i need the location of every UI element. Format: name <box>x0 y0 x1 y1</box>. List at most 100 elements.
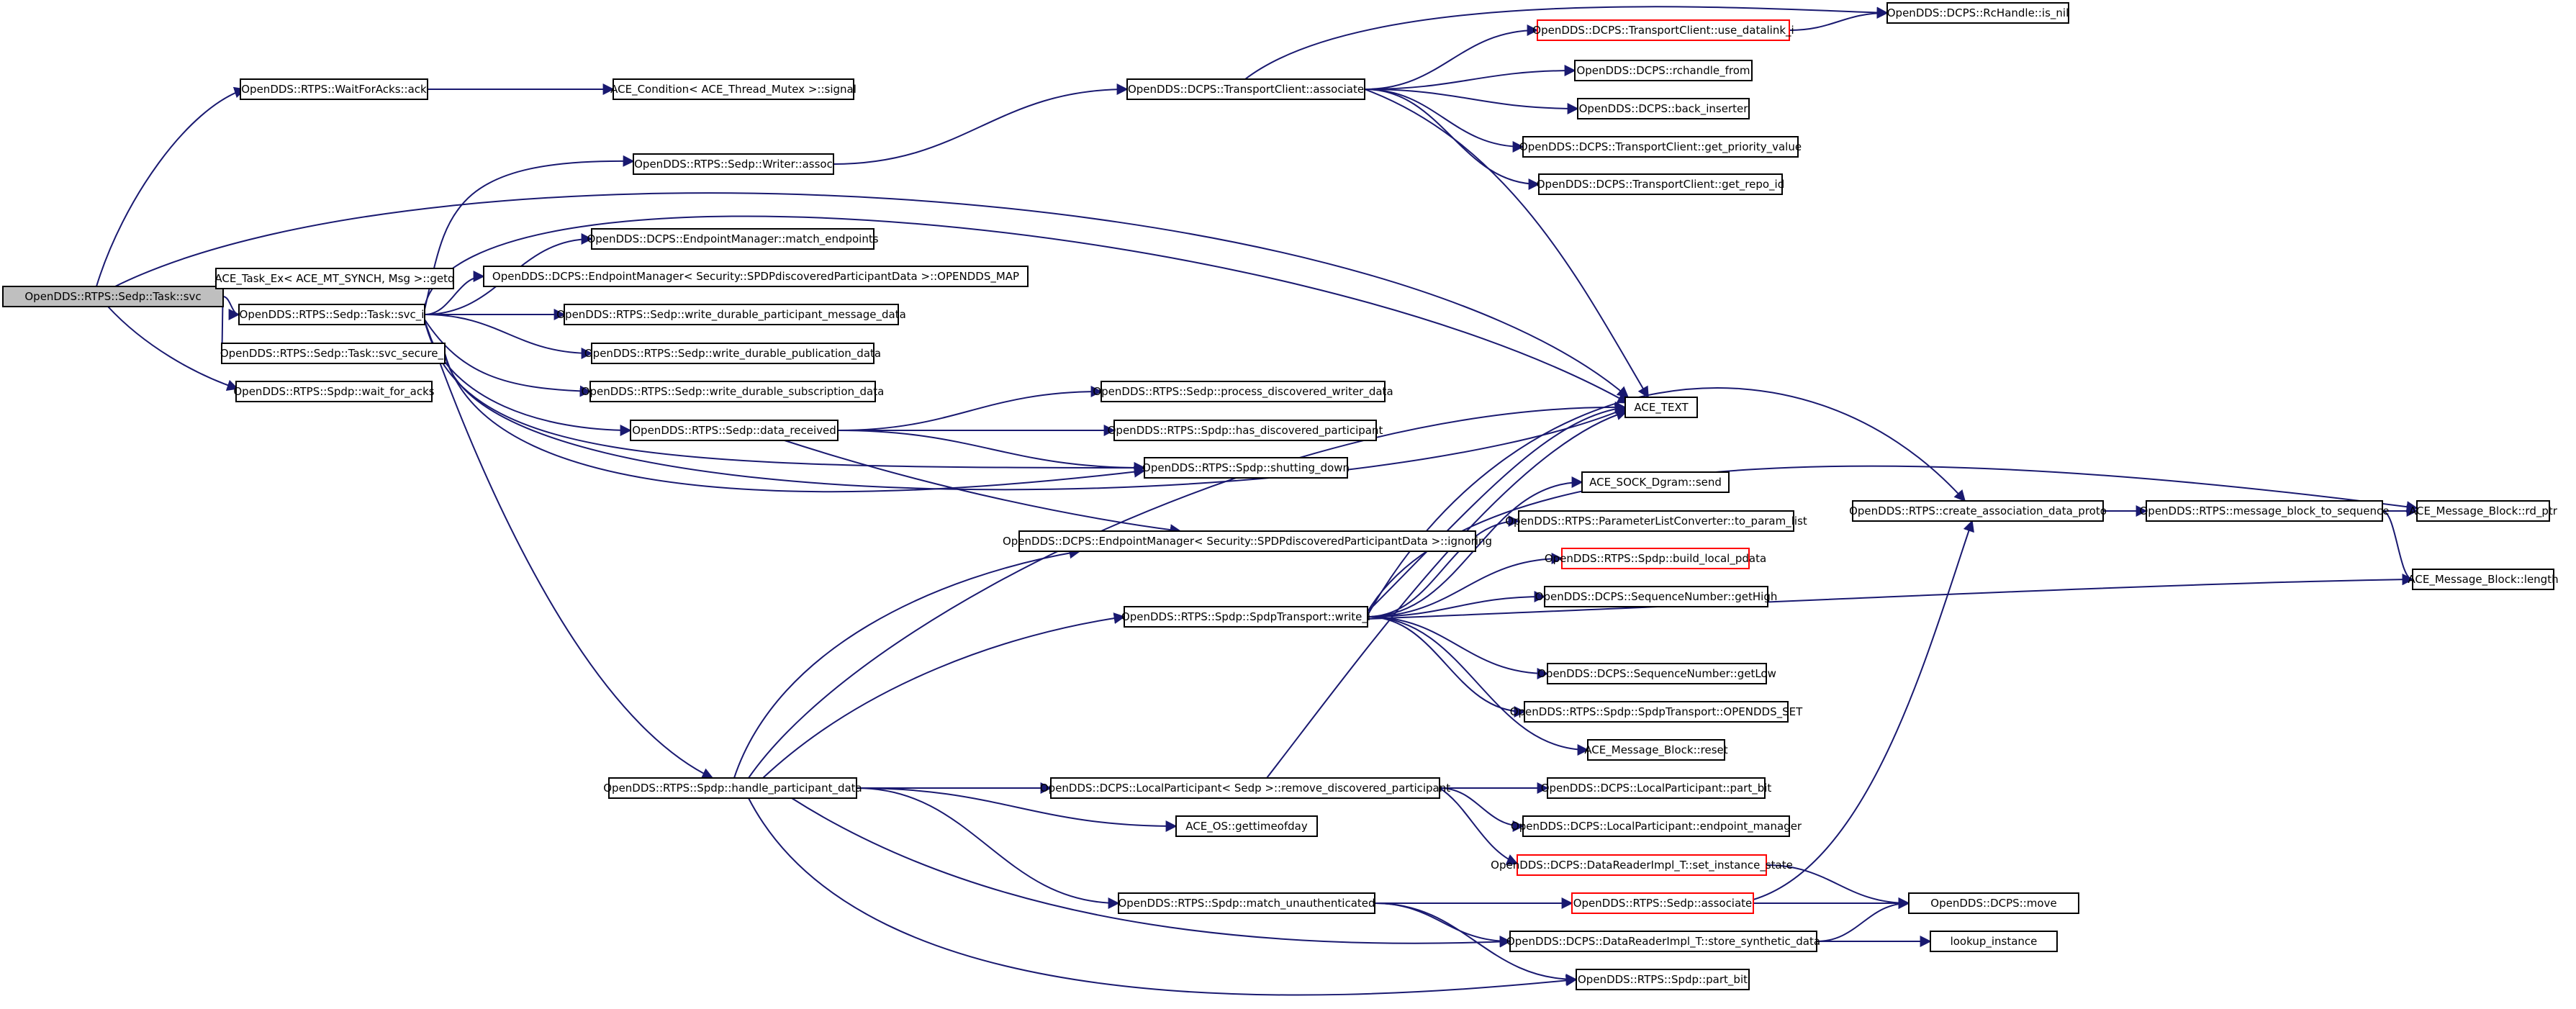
call-edge <box>1374 902 1578 985</box>
node-opendds-dcps-rchandle-is-nil[interactable]: OpenDDS::DCPS::RcHandle::is_nil <box>1886 2 2069 24</box>
node-opendds-dcps-transportclient-get-priority-value[interactable]: OpenDDS::DCPS::TransportClient::get_prio… <box>1519 136 1802 158</box>
node-opendds-dcps-sequencenumber-getlow[interactable]: OpenDDS::DCPS::SequenceNumber::getLow <box>1537 663 1776 684</box>
node-box <box>1587 739 1725 761</box>
node-label: OpenDDS::RTPS::Sedp::process_discovered_… <box>1093 385 1393 399</box>
node-label: OpenDDS::RTPS::Spdp::match_unauthenticat… <box>1118 897 1375 910</box>
node-box <box>1517 854 1767 876</box>
node-ace-sock-dgram-send[interactable]: ACE_SOCK_Dgram::send <box>1581 471 1730 493</box>
node-box <box>1544 586 1768 607</box>
node-opendds-rtps-spdp-shutting-down[interactable]: OpenDDS::RTPS::Spdp::shutting_down <box>1142 457 1350 479</box>
node-box <box>1124 606 1368 628</box>
node-opendds-dcps-transportclient-use-datalink-i[interactable]: OpenDDS::DCPS::TransportClient::use_data… <box>1532 19 1794 41</box>
call-edge <box>1367 616 1549 679</box>
node-opendds-dcps-move[interactable]: OpenDDS::DCPS::move <box>1908 892 2079 914</box>
node-label: OpenDDS::DCPS::SequenceNumber::getHigh <box>1535 590 1778 603</box>
node-label: OpenDDS::DCPS::LocalParticipant::endpoin… <box>1511 820 1802 833</box>
call-edge <box>444 353 1630 491</box>
call-edge <box>1367 616 1526 718</box>
node-opendds-rtps-spdp-spdptransport-opendds-set[interactable]: OpenDDS::RTPS::Spdp::SpdpTransport::OPEN… <box>1510 701 1803 723</box>
node-opendds-rtps-spdp-has-discovered-participant[interactable]: OpenDDS::RTPS::Spdp::has_discovered_part… <box>1108 420 1383 441</box>
call-edge <box>424 215 1630 404</box>
call-edge <box>1364 89 1649 399</box>
node-opendds-rtps-spdp-spdptransport-write-i[interactable]: OpenDDS::RTPS::Spdp::SpdpTransport::writ… <box>1121 606 1370 628</box>
node-opendds-rtps-sedp-write-durable-subscription-data[interactable]: OpenDDS::RTPS::Sedp::write_durable_subsc… <box>582 381 885 402</box>
node-opendds-rtps-spdp-handle-participant-data[interactable]: OpenDDS::RTPS::Spdp::handle_participant_… <box>603 777 862 799</box>
node-ace-text[interactable]: ACE_TEXT <box>1624 397 1698 418</box>
node-opendds-dcps-localparticipant-endpoint-manager[interactable]: OpenDDS::DCPS::LocalParticipant::endpoin… <box>1511 815 1802 837</box>
node-opendds-dcps-back-inserter[interactable]: OpenDDS::DCPS::back_inserter <box>1577 98 1750 119</box>
node-label: OpenDDS::RTPS::Spdp::SpdpTransport::writ… <box>1121 610 1370 624</box>
call-edge <box>1367 574 2414 620</box>
node-opendds-rtps-sedp-associate[interactable]: OpenDDS::RTPS::Sedp::associate <box>1571 892 1754 914</box>
node-opendds-dcps-transportclient-get-repo-id[interactable]: OpenDDS::DCPS::TransportClient::get_repo… <box>1537 173 1785 195</box>
node-opendds-dcps-sequencenumber-gethigh[interactable]: OpenDDS::DCPS::SequenceNumber::getHigh <box>1535 586 1778 607</box>
node-box <box>1576 969 1750 990</box>
call-edge <box>2382 510 2414 585</box>
call-edge <box>424 271 485 315</box>
node-box <box>1886 2 2069 24</box>
call-edge <box>424 320 632 436</box>
node-opendds-rtps-waitforacks-ack[interactable]: OpenDDS::RTPS::WaitForAcks::ack <box>240 78 428 100</box>
node-opendds-rtps-sedp-write-durable-participant-message-data[interactable]: OpenDDS::RTPS::Sedp::write_durable_parti… <box>556 304 906 325</box>
node-box <box>564 304 899 325</box>
node-ace-condition-ace-thread-mutex-signal[interactable]: ACE_Condition< ACE_Thread_Mutex >::signa… <box>610 78 857 100</box>
node-label: OpenDDS::RTPS::Sedp::Writer::assoc <box>634 158 833 171</box>
call-edge <box>96 86 246 287</box>
node-box <box>221 343 446 364</box>
call-edge <box>748 797 1578 996</box>
node-label: OpenDDS::RTPS::Sedp::Task::svc <box>24 290 201 303</box>
node-opendds-rtps-sedp-task-svc[interactable]: OpenDDS::RTPS::Sedp::Task::svc <box>2 286 224 307</box>
node-opendds-rtps-create-association-data-proto[interactable]: OpenDDS::RTPS::create_association_data_p… <box>1849 500 2107 522</box>
node-opendds-dcps-endpointmanager-security-spdpdiscoveredparticipantdata-ignoring[interactable]: OpenDDS::DCPS::EndpointManager< Security… <box>1003 530 1492 552</box>
node-box <box>1050 777 1440 799</box>
node-opendds-rtps-message-block-to-sequence[interactable]: OpenDDS::RTPS::message_block_to_sequence <box>2139 500 2390 522</box>
node-ace-message-block-length[interactable]: ACE_Message_Block::length <box>2408 569 2559 590</box>
call-edge <box>1439 787 1524 832</box>
node-opendds-rtps-sedp-writer-assoc[interactable]: OpenDDS::RTPS::Sedp::Writer::assoc <box>633 153 834 175</box>
node-box <box>1537 19 1790 41</box>
node-ace-task-ex-ace-mt-synch-msg-getq[interactable]: ACE_Task_Ex< ACE_MT_SYNCH, Msg >::getq <box>214 268 455 289</box>
call-edge <box>833 83 1129 165</box>
node-opendds-rtps-spdp-build-local-pdata[interactable]: OpenDDS::RTPS::Spdp::build_local_pdata <box>1545 548 1766 569</box>
node-label: OpenDDS::RTPS::WaitForAcks::ack <box>241 83 427 96</box>
node-ace-os-gettimeofday[interactable]: ACE_OS::gettimeofday <box>1175 815 1318 837</box>
call-edge <box>1364 89 1524 153</box>
node-ace-message-block-rd-ptr[interactable]: ACE_Message_Block::rd_ptr <box>2409 500 2558 522</box>
call-edge <box>1367 591 1546 617</box>
node-opendds-rtps-sedp-task-svc-secure-i[interactable]: OpenDDS::RTPS::Sedp::Task::svc_secure_i <box>220 343 446 364</box>
node-box <box>240 78 428 100</box>
call-edge <box>424 319 592 397</box>
node-box <box>1101 381 1386 402</box>
call-edge <box>1367 616 1589 756</box>
node-opendds-dcps-datareaderimpl-t-set-instance-state[interactable]: OpenDDS::DCPS::DataReaderImpl_T::set_ins… <box>1491 854 1793 876</box>
call-edge <box>784 440 1182 536</box>
node-box <box>1574 60 1753 81</box>
node-box <box>1852 500 2104 522</box>
node-opendds-dcps-transportclient-associate[interactable]: OpenDDS::DCPS::TransportClient::associat… <box>1126 78 1365 100</box>
node-opendds-dcps-rchandle-from[interactable]: OpenDDS::DCPS::rchandle_from <box>1574 60 1753 81</box>
node-lookup-instance[interactable]: lookup_instance <box>1930 931 2058 952</box>
call-edge <box>1367 465 2418 612</box>
call-edge <box>1367 387 1966 616</box>
node-label: OpenDDS::RTPS::message_block_to_sequence <box>2139 504 2389 518</box>
node-opendds-dcps-localparticipant-sedp-remove-discovered-participant[interactable]: OpenDDS::DCPS::LocalParticipant< Sedp >:… <box>1040 777 1450 799</box>
node-opendds-rtps-spdp-wait-for-acks[interactable]: OpenDDS::RTPS::Spdp::wait_for_acks <box>233 381 435 402</box>
node-opendds-rtps-spdp-match-unauthenticated[interactable]: OpenDDS::RTPS::Spdp::match_unauthenticat… <box>1118 892 1375 914</box>
node-label: OpenDDS::DCPS::LocalParticipant::part_bi… <box>1541 782 1772 795</box>
node-opendds-dcps-endpointmanager-security-spdpdiscoveredparticipantdata-opendds-map[interactable]: OpenDDS::DCPS::EndpointManager< Security… <box>483 266 1029 287</box>
node-opendds-dcps-endpointmanager-match-endpoints[interactable]: OpenDDS::DCPS::EndpointManager::match_en… <box>587 228 879 250</box>
node-opendds-rtps-sedp-data-received[interactable]: OpenDDS::RTPS::Sedp::data_received <box>630 420 839 441</box>
node-opendds-rtps-parameterlistconverter-to-param-list[interactable]: OpenDDS::RTPS::ParameterListConverter::t… <box>1505 510 1807 532</box>
node-opendds-dcps-localparticipant-part-bit[interactable]: OpenDDS::DCPS::LocalParticipant::part_bi… <box>1541 777 1772 799</box>
node-opendds-dcps-datareaderimpl-t-store-synthetic-data[interactable]: OpenDDS::DCPS::DataReaderImpl_T::store_s… <box>1506 931 1820 952</box>
node-box <box>2 286 224 307</box>
node-label: OpenDDS::RTPS::Sedp::write_durable_subsc… <box>582 385 885 399</box>
node-label: OpenDDS::RTPS::ParameterListConverter::t… <box>1505 515 1807 528</box>
node-box <box>1538 173 1783 195</box>
node-ace-message-block-reset[interactable]: ACE_Message_Block::reset <box>1584 739 1728 761</box>
node-box <box>630 420 839 441</box>
node-opendds-rtps-sedp-task-svc-i[interactable]: OpenDDS::RTPS::Sedp::Task::svc_i <box>238 304 425 325</box>
node-opendds-rtps-sedp-write-durable-publication-data[interactable]: OpenDDS::RTPS::Sedp::write_durable_publi… <box>584 343 881 364</box>
node-opendds-rtps-spdp-part-bit[interactable]: OpenDDS::RTPS::Spdp::part_bit <box>1576 969 1750 990</box>
node-opendds-rtps-sedp-process-discovered-writer-data[interactable]: OpenDDS::RTPS::Sedp::process_discovered_… <box>1093 381 1393 402</box>
